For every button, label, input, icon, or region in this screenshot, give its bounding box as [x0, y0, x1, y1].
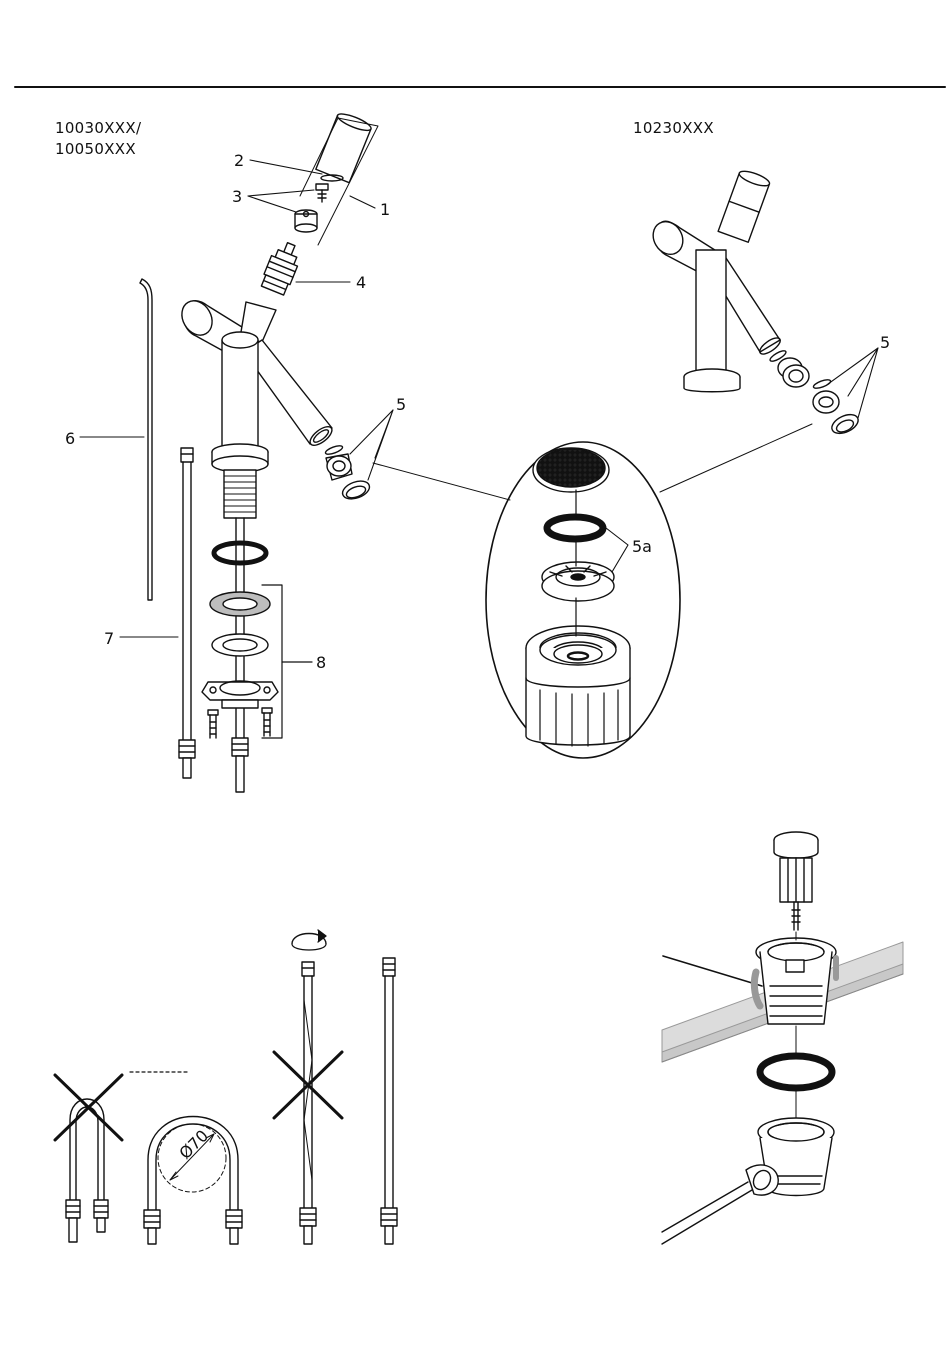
right-faucet — [647, 168, 861, 437]
min-diameter-label: Ø70 — [175, 1126, 212, 1163]
hose-left — [179, 448, 195, 778]
drain-assembly — [662, 832, 903, 1244]
callout-5-left: 5 — [396, 395, 406, 414]
hose-twist-wrong — [274, 930, 342, 1244]
callout-1: 1 — [380, 200, 390, 219]
faucet-body — [176, 295, 335, 518]
hose-bend-correct: Ø70 — [144, 1117, 242, 1245]
screw-part — [316, 184, 328, 202]
left-faucet-exploded-view — [176, 111, 393, 792]
callout-3: 3 — [232, 187, 242, 206]
cartridge-part — [260, 239, 305, 296]
detail-link-left — [373, 463, 510, 500]
callout-2: 2 — [234, 151, 244, 170]
callout-4: 4 — [356, 273, 366, 292]
washer-white — [212, 634, 268, 656]
aerator-detail — [486, 442, 680, 758]
leader-1 — [350, 196, 375, 208]
hose-bend-wrong — [55, 1072, 188, 1242]
mounting-plate — [202, 681, 278, 708]
callout-5-right: 5 — [880, 333, 890, 352]
o-ring-black — [214, 543, 266, 563]
callout-6: 6 — [65, 429, 75, 448]
callout-8: 8 — [316, 653, 326, 672]
callout-5a: 5a — [632, 537, 652, 556]
leader-3 — [248, 190, 314, 212]
mounting-screws — [208, 708, 272, 738]
aerator-left — [325, 444, 372, 502]
leader-2 — [250, 160, 322, 174]
leader-5-left — [350, 410, 393, 480]
lift-rod — [140, 279, 152, 600]
callout-7: 7 — [104, 629, 114, 648]
detail-link-right — [660, 424, 812, 492]
hose-straight-correct — [381, 958, 397, 1244]
insert-part — [295, 210, 317, 232]
